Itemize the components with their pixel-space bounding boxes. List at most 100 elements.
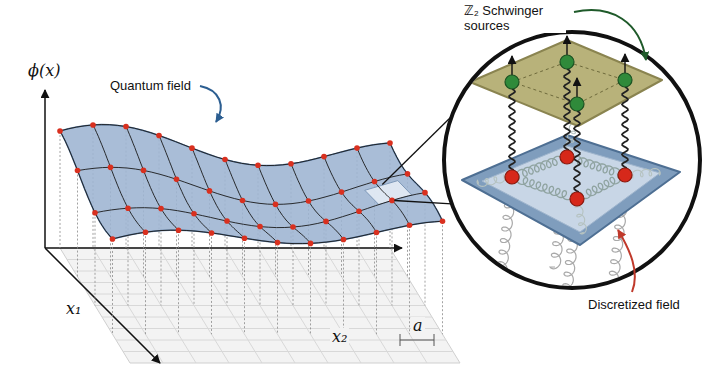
field-node-dot [176,227,182,233]
field-node-dot [356,209,362,215]
lattice-line [116,340,446,341]
drop-line [178,230,179,334]
surface-grid-line [93,125,146,232]
drop-line [310,243,311,334]
field-node-dot [209,230,215,236]
drop-line [95,213,96,306]
spring [517,175,573,199]
callout-label: Quantum field [110,78,191,93]
spin-arrow [576,78,577,97]
field-node-dot [354,145,360,151]
spring [517,156,563,178]
lattice-line [109,328,439,329]
field-node-dot [224,218,230,224]
field-node-dot [389,198,395,204]
phi-axis [44,90,46,248]
surface-grid-line [192,148,245,238]
coupling-line [622,87,628,168]
field-node-dot [75,168,81,174]
spring [575,206,586,234]
field-node-dot [323,219,329,225]
lattice-line [102,317,432,318]
surface-grid-line [95,193,425,228]
zoom-line [382,116,451,184]
field-node-dot [174,177,180,183]
field-node-dot [90,122,96,128]
coupling-line [574,111,580,192]
drop-line [145,232,146,334]
spring [632,169,661,178]
field-site [570,192,584,206]
surface-grid-line [357,148,410,225]
field-node-dot [240,198,246,204]
field-node-dot [422,190,428,196]
field-node-dot [123,124,129,130]
axis-label: x₁ [66,300,81,318]
field-node-dot [341,237,347,243]
field-node-dot [110,236,116,242]
field-node-dot [308,241,314,247]
surface-grid-line [159,136,212,233]
drop-line [376,232,377,334]
drop-line [60,131,61,248]
field-node-dot [387,140,393,146]
source-spin [505,75,519,89]
field-node-dot [108,165,114,171]
surface-grid-line [60,125,390,166]
field-node-dot [273,202,279,208]
field-surface [60,125,443,244]
callout-arrow [200,86,221,122]
source-spin [618,73,632,87]
field-site [618,168,632,182]
field-node-dot [321,154,327,160]
x2-axis [45,247,402,249]
drop-line [343,240,344,335]
field-node-dot [339,189,345,195]
callout-label: Discretized field [588,297,680,312]
coupling-line [509,89,515,170]
field-node-dot [191,211,197,217]
field-node-dot [57,128,63,134]
field-node-dot [255,162,261,168]
dimension-label: a [411,317,425,335]
field-node-dot [158,206,164,212]
field-node-dot [125,205,131,211]
axis-label: ϕ(x) [28,62,60,80]
field-node-dot [222,157,228,163]
source-spin [570,97,584,111]
field-node-dot [374,230,380,236]
field-node-dot [275,240,281,246]
field-node-dot [306,198,312,204]
field-node-dot [156,133,162,139]
spin-arrow [624,54,625,73]
drop-line [244,238,245,334]
field-node-dot [290,224,296,230]
field-node-dot [405,171,411,177]
zoom-line [394,200,451,203]
drop-line [409,225,410,334]
field-node-dot [440,218,446,224]
spin-arrow [566,36,567,55]
drop-line [277,243,278,335]
field-node-dot [92,210,98,216]
lens-content [462,36,680,311]
drop-line [442,221,443,334]
lattice-line [123,351,453,352]
spacing-bracket [400,334,434,346]
surface-grid-line [324,157,377,233]
callout-arrow [618,230,635,292]
field-node-dot [143,229,149,235]
callout-arrow [574,10,646,60]
field-node-dot [257,224,263,230]
drop-line [77,171,78,277]
spin-arrow [511,56,512,75]
field-node-dot [288,161,294,167]
field-plate [462,135,680,245]
callout-label: ℤ₂ Schwinger sources [462,3,566,33]
field-node-dot [407,222,413,228]
surface-grid-line [225,160,278,243]
spring [581,174,621,198]
surface-grid-line [78,167,408,204]
spring [477,175,505,186]
